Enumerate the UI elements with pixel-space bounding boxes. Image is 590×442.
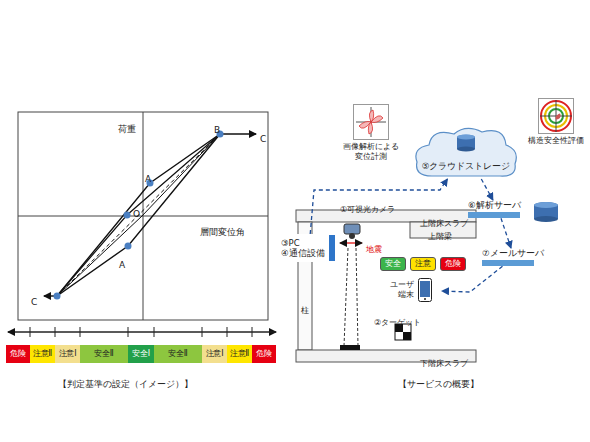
part-label: 上階床スラブ	[420, 211, 468, 230]
axis-label: 荷重	[118, 124, 136, 134]
part-label: 柱	[301, 306, 309, 315]
status-bubble: 危険	[440, 257, 466, 271]
evaluation-icon: 構造安全性評価	[526, 98, 586, 146]
status-bubble: 安全	[380, 257, 406, 271]
risk-band: 危険	[6, 345, 30, 363]
point-label: C	[31, 297, 37, 307]
caption: 【サービスの概要】	[398, 379, 479, 389]
part-label: ②ターゲット	[374, 310, 421, 329]
phone-icon	[418, 278, 432, 302]
server-bar	[468, 212, 520, 218]
node-text: 画像解析による 変位計測	[340, 142, 402, 161]
risk-band: 危険	[252, 345, 276, 363]
part-label: 地震	[366, 245, 382, 254]
icon	[340, 104, 402, 140]
node-text: ユーザ 端末	[388, 280, 414, 299]
part-label: ②ターゲット	[374, 318, 421, 327]
scale-axis	[8, 327, 276, 337]
caption: 【サービスの概要】	[398, 372, 479, 391]
analysis-icon: 画像解析による 変位計測	[340, 104, 402, 161]
point-label: C	[260, 127, 266, 146]
node-text: 危険	[10, 349, 25, 359]
part-label: ①可視光カメラ	[340, 205, 395, 214]
user-terminal: ユーザ 端末	[388, 278, 442, 302]
risk-band: 注意Ⅱ	[30, 345, 55, 363]
icon	[526, 98, 586, 134]
caption: 【判定基準の設定（イメージ）】	[58, 372, 193, 391]
data-flow-arrow	[501, 218, 511, 248]
node-text: 注意Ⅰ	[59, 349, 76, 359]
point-label: A	[119, 253, 125, 272]
point-label: A	[145, 174, 151, 184]
point-label: A	[119, 260, 125, 270]
part-label: 下階床スラブ	[420, 351, 468, 370]
server-bar	[482, 260, 534, 266]
point-label: B	[214, 125, 220, 135]
cloud-storage: ⑤クラウドストレージ	[412, 124, 520, 179]
node-text: 注意Ⅱ	[230, 349, 249, 359]
part-label: 下階床スラブ	[420, 359, 468, 368]
risk-band: 注意Ⅱ	[227, 345, 252, 363]
node-text: 安全	[381, 259, 405, 269]
risk-band: 注意Ⅰ	[202, 345, 227, 363]
analysis-server: ⑥解析サーバ	[468, 200, 528, 218]
point-label: O	[133, 209, 140, 219]
risk-band: 注意Ⅰ	[55, 345, 80, 363]
point-label: B	[214, 118, 220, 137]
node-text: 安全Ⅰ	[132, 349, 149, 359]
part-label: 上階床スラブ	[420, 219, 468, 228]
status-bubble: 注意	[410, 257, 436, 271]
point-label: A	[145, 167, 151, 186]
axis-label: 荷重	[118, 117, 136, 136]
node-text: ⑦メールサーバ	[482, 248, 546, 258]
device-bar	[329, 235, 335, 261]
point-label: O	[133, 202, 140, 221]
axis-label: 層間変位角	[200, 227, 245, 237]
risk-band: 安全Ⅱ	[80, 345, 128, 363]
point-label: C	[260, 134, 266, 144]
node-text: 注意Ⅱ	[33, 349, 52, 359]
node-text: 安全Ⅱ	[94, 349, 113, 359]
caption: 【判定基準の設定（イメージ）】	[58, 379, 193, 389]
axis-label: 層間変位角	[200, 220, 245, 239]
part-label: 柱	[301, 298, 309, 317]
risk-band: 安全Ⅰ	[128, 345, 154, 363]
pc-device: ③PC ④通信設備	[280, 234, 338, 262]
node-text: 安全Ⅱ	[168, 349, 187, 359]
node-text: ⑤クラウドストレージ	[422, 161, 511, 171]
building-frame	[296, 202, 558, 362]
point-label: C	[31, 290, 37, 309]
data-flow-arrow	[481, 179, 493, 200]
node-text: 注意Ⅰ	[206, 349, 223, 359]
mail-server: ⑦メールサーバ	[482, 248, 546, 266]
node-text: 危険	[441, 259, 465, 269]
part-label: 地震	[366, 237, 382, 256]
node-text: 構造安全性評価	[526, 136, 586, 146]
part-label: 上階梁	[428, 232, 452, 241]
node-text: 注意	[411, 259, 435, 269]
part-label: ①可視光カメラ	[340, 197, 395, 216]
hysteresis-chart	[18, 112, 268, 320]
risk-band: 安全Ⅱ	[154, 345, 202, 363]
node-text: ③PC ④通信設備	[281, 238, 325, 258]
node-text: ⑥解析サーバ	[468, 200, 528, 210]
node-text: 危険	[256, 349, 271, 359]
part-label: 上階梁	[428, 224, 452, 243]
